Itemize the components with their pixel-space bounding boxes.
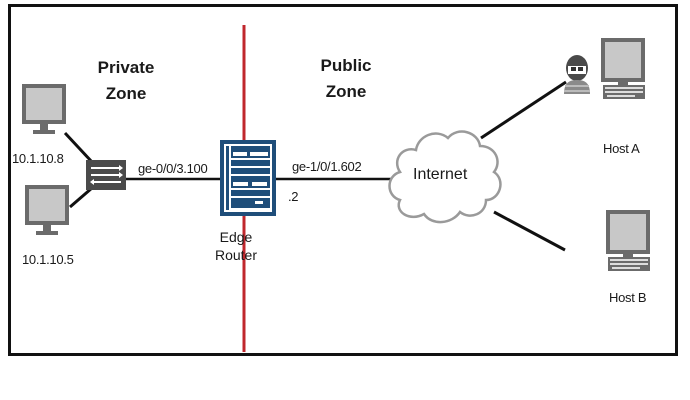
private-zone-label: Private Zone (96, 55, 156, 107)
private-zone-line2: Zone (105, 84, 147, 103)
host-ip-label: 10.1.10.5 (22, 252, 74, 267)
public-zone-line1: Public (320, 56, 372, 75)
host-b-label: Host B (609, 290, 647, 305)
link-host1-switch (63, 131, 94, 164)
computer-icon (25, 185, 69, 235)
internet-label: Internet (413, 166, 468, 183)
workstation-icon (606, 210, 650, 271)
link-host2-switch (69, 186, 93, 209)
computer-icon (22, 84, 66, 134)
link-internet-hostb (493, 210, 566, 252)
router-label: Edge Router (206, 228, 266, 264)
outside-host-address-label: .2 (288, 189, 299, 204)
router-label-line2: Router (214, 247, 258, 263)
router-icon (220, 140, 276, 216)
switch-icon (86, 160, 126, 190)
public-zone-label: Public Zone (316, 53, 376, 105)
outside-interface-label: ge-1/0/1.602 (292, 159, 362, 174)
hacker-icon (564, 55, 590, 94)
inside-interface-label: ge-0/0/3.100 (138, 161, 208, 176)
host-ip-label: 10.1.10.8 (12, 151, 64, 166)
router-label-line1: Edge (219, 229, 253, 245)
public-zone-line2: Zone (325, 82, 367, 101)
private-zone-line1: Private (97, 58, 155, 77)
workstation-icon (601, 38, 645, 99)
host-a-label: Host A (603, 141, 640, 156)
internet-cloud-icon (388, 130, 502, 224)
link-internet-hosta (480, 80, 567, 140)
